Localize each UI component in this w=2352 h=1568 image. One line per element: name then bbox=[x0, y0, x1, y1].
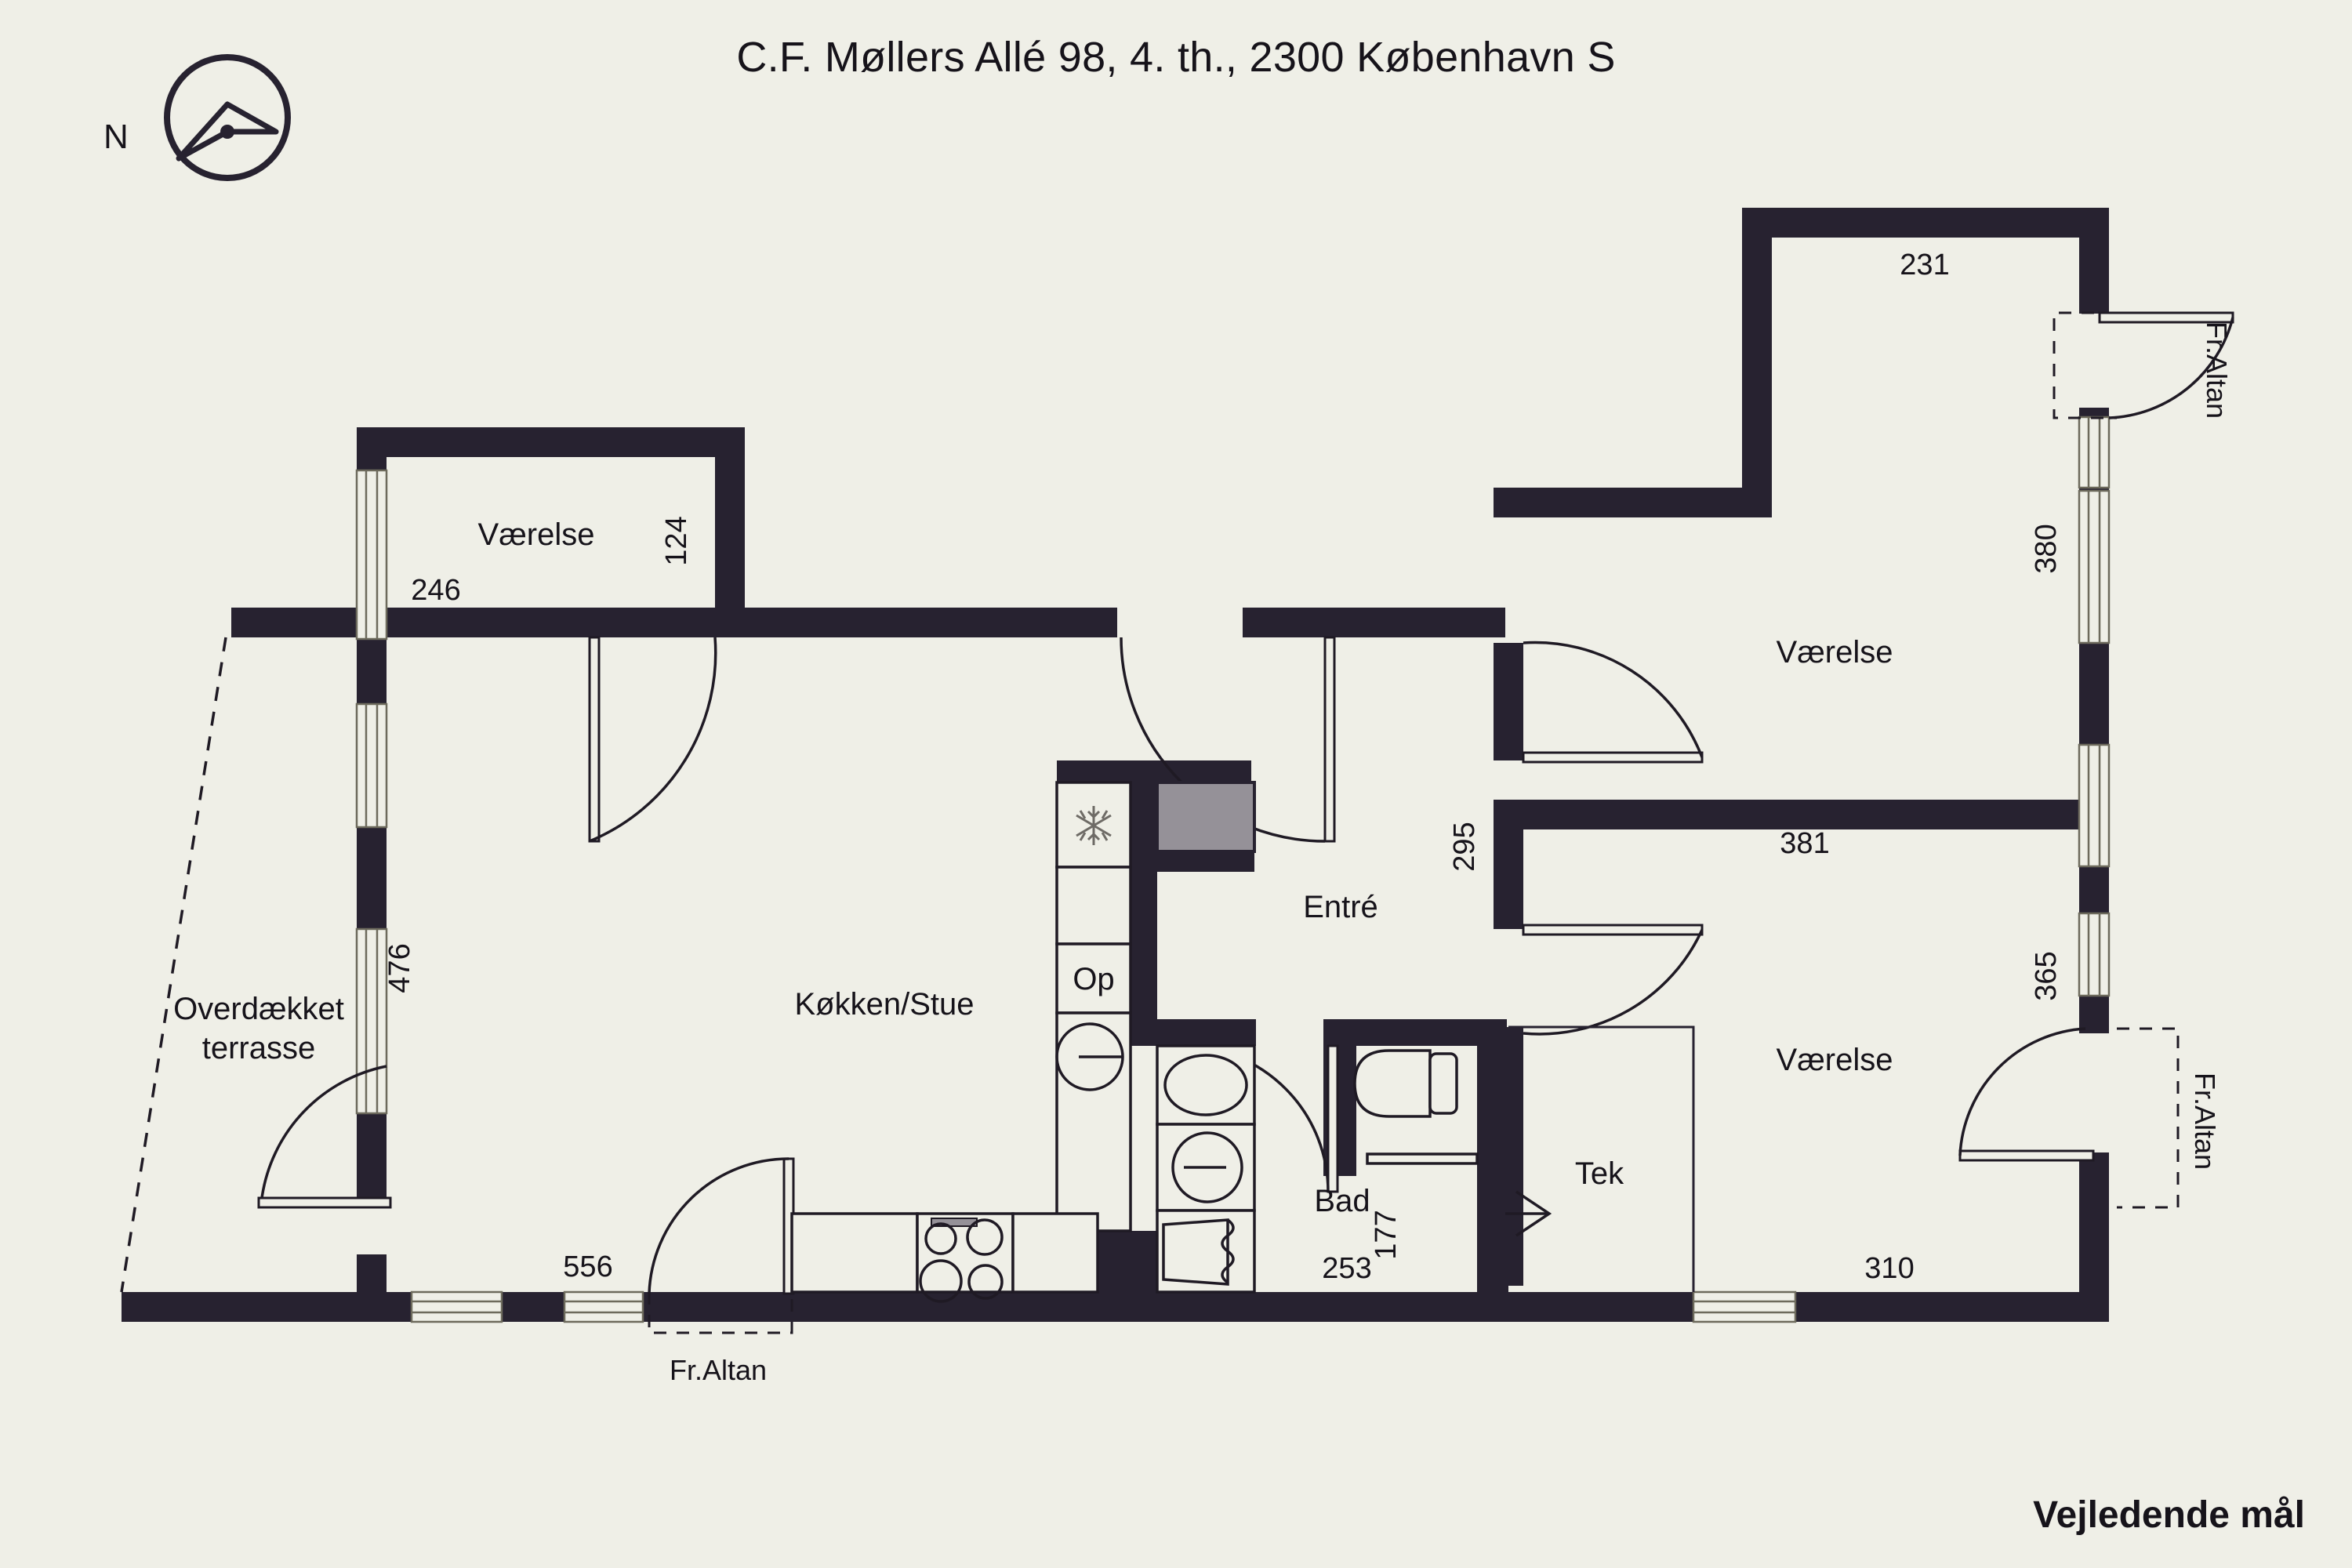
room-label-vaerelse-ne: Værelse bbox=[1777, 635, 1893, 670]
window-south-1 bbox=[410, 1290, 503, 1323]
window-south-2 bbox=[563, 1290, 644, 1323]
window-south-3 bbox=[1692, 1290, 1797, 1323]
dryer-circle-icon bbox=[1156, 1123, 1256, 1212]
page-title: C.F. Møllers Allé 98, 4. th., 2300 Køben… bbox=[736, 34, 1616, 81]
wall-structure bbox=[122, 208, 2109, 1322]
windows-group bbox=[355, 416, 2111, 1323]
fixtures-group: Op bbox=[790, 781, 1695, 1303]
window-west-1 bbox=[355, 469, 388, 641]
door-altan-se bbox=[1958, 1027, 2095, 1162]
window-east-1 bbox=[2078, 416, 2111, 489]
door-altan-south bbox=[648, 1157, 795, 1295]
dimension-476: 476 bbox=[383, 943, 416, 993]
bath-shelf-fill bbox=[1366, 1152, 1479, 1165]
door-entre-north bbox=[1120, 636, 1336, 843]
door-altan-ne bbox=[2098, 311, 2234, 419]
window-west-2 bbox=[355, 702, 388, 829]
window-east-4 bbox=[2078, 912, 2111, 997]
compass-icon bbox=[164, 54, 291, 181]
cooktop-4-burner-icon bbox=[919, 1218, 1004, 1303]
room-label-kokken-stue: Køkken/Stue bbox=[794, 987, 974, 1022]
room-label-bad: Bad bbox=[1314, 1184, 1370, 1218]
dimension-124: 124 bbox=[660, 516, 693, 565]
door-vaerelse-ne bbox=[1522, 641, 1704, 764]
window-east-3 bbox=[2078, 743, 2111, 868]
balcony-label-south: Fr.Altan bbox=[670, 1354, 767, 1386]
toilet-icon bbox=[1353, 1049, 1458, 1118]
dimension-253: 253 bbox=[1322, 1252, 1371, 1285]
room-labels: Værelse Køkken/Stue Overdækket terrasse … bbox=[173, 517, 1893, 1218]
dimension-365: 365 bbox=[2030, 951, 2063, 1000]
dimension-381: 381 bbox=[1780, 827, 1829, 860]
balcony-labels: Fr.Altan Fr.Altan Fr.Altan bbox=[670, 321, 2233, 1386]
dimension-231: 231 bbox=[1900, 249, 1949, 281]
balcony-label-ne: Fr.Altan bbox=[2201, 321, 2233, 419]
room-label-tek: Tek bbox=[1575, 1156, 1624, 1191]
dimension-556: 556 bbox=[563, 1250, 612, 1283]
door-vaerelse-nw bbox=[588, 636, 717, 843]
balcony-label-se: Fr.Altan bbox=[2189, 1073, 2221, 1170]
room-label-terrasse-line2: terrasse bbox=[202, 1031, 316, 1065]
oven-label: Op bbox=[1073, 962, 1114, 996]
terrace-boundary bbox=[120, 637, 227, 1293]
room-label-vaerelse-se: Værelse bbox=[1777, 1043, 1893, 1077]
window-west-3 bbox=[355, 927, 388, 1115]
window-east-2 bbox=[2078, 489, 2111, 644]
door-terrace bbox=[257, 1065, 392, 1209]
footer-note: Vejledende mål bbox=[2033, 1494, 2305, 1536]
balcony-outlines bbox=[648, 311, 2180, 1334]
empty-cabinet-icon bbox=[1055, 866, 1132, 946]
dimension-310: 310 bbox=[1864, 1252, 1914, 1285]
balcony-se-outline bbox=[2117, 1027, 2180, 1209]
dimension-380: 380 bbox=[2030, 524, 2063, 573]
dimension-295: 295 bbox=[1448, 822, 1481, 871]
dimension-177: 177 bbox=[1370, 1210, 1403, 1259]
sink-oval-icon bbox=[1156, 1044, 1256, 1126]
washer-circle-icon bbox=[1055, 1011, 1132, 1232]
room-label-entre: Entré bbox=[1303, 890, 1378, 924]
compass-north-label: N bbox=[103, 118, 129, 156]
shower-icon bbox=[1156, 1209, 1256, 1294]
fridge-icon bbox=[1055, 781, 1132, 869]
oven-icon: Op bbox=[1055, 942, 1132, 1014]
dimension-246: 246 bbox=[411, 574, 460, 607]
doors-group bbox=[257, 311, 2234, 1295]
room-label-terrasse-line1: Overdækket bbox=[173, 992, 344, 1026]
gray-cabinet-icon bbox=[1156, 781, 1256, 853]
door-vaerelse-se bbox=[1522, 924, 1704, 1036]
dimension-labels: 231 380 124 246 381 295 365 476 556 253 … bbox=[383, 249, 2063, 1285]
room-label-vaerelse-nw: Værelse bbox=[478, 517, 595, 552]
direction-arrow-icon bbox=[1505, 1190, 1552, 1237]
tek-closet-outline bbox=[1508, 1025, 1695, 1292]
balcony-ne-outline bbox=[2053, 311, 2117, 419]
counter-icon bbox=[790, 1212, 1099, 1294]
